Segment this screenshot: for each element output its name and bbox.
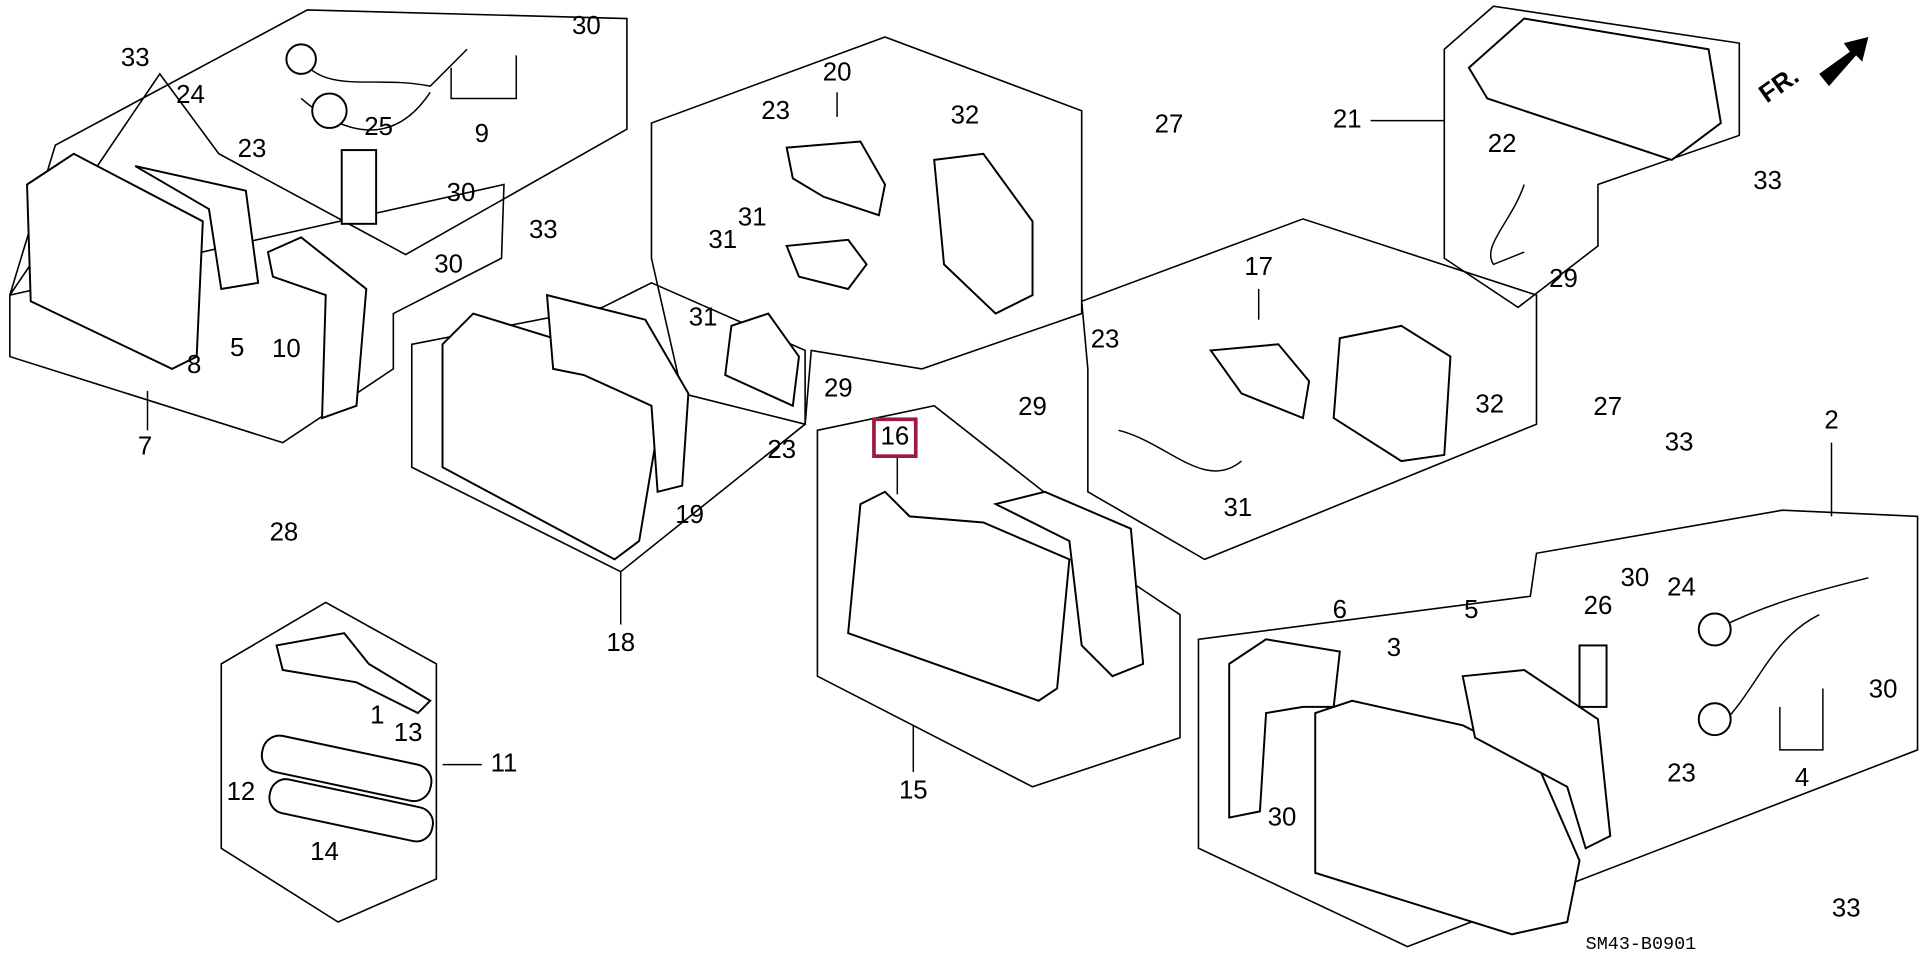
callout-5: 5 [1464, 596, 1478, 624]
callout-31: 31 [708, 226, 737, 254]
callout-30: 30 [1869, 676, 1898, 704]
gasket-right-5 [1461, 669, 1612, 850]
callout-21: 21 [1333, 105, 1362, 133]
callout-9: 9 [475, 120, 489, 148]
callout-30: 30 [572, 12, 601, 40]
cover-20 [785, 140, 887, 217]
callout-3: 3 [1387, 634, 1401, 662]
callout-5: 5 [230, 334, 244, 362]
harness-4 [1720, 577, 1869, 726]
callout-1: 1 [370, 702, 384, 730]
harness-17 [1118, 429, 1242, 472]
socket-9a [285, 43, 317, 75]
housing-20 [933, 152, 1034, 315]
callout-30: 30 [1268, 804, 1297, 832]
reflector-20 [724, 312, 800, 408]
trim-10 [266, 236, 368, 420]
highlight-box-16 [872, 417, 918, 458]
callout-31: 31 [689, 303, 718, 331]
callout-13: 13 [394, 719, 423, 747]
lamp-16 [847, 490, 1071, 702]
callout-15: 15 [899, 777, 928, 805]
callout-22: 22 [1488, 130, 1517, 158]
callout-20: 20 [823, 59, 852, 87]
lens-13 [260, 734, 433, 803]
harness-21 [1489, 184, 1525, 266]
callout-32: 32 [1475, 391, 1504, 419]
gasket-15 [992, 490, 1145, 678]
socket-4a [1697, 612, 1732, 647]
callout-29: 29 [1549, 265, 1578, 293]
cover-17 [1208, 343, 1311, 420]
socket-plate-20 [785, 238, 868, 291]
part-shapes [26, 17, 1869, 936]
callout-33: 33 [529, 216, 558, 244]
socket-4b [1697, 702, 1732, 737]
license-light-base-11 [275, 632, 432, 715]
callout-18: 18 [606, 629, 635, 657]
gasket-12 [268, 778, 434, 843]
callout-16: 16 [881, 423, 910, 451]
callout-23: 23 [238, 135, 267, 163]
callout-14: 14 [310, 838, 339, 866]
callout-30: 30 [447, 179, 476, 207]
callout-12: 12 [227, 778, 256, 806]
callout-25: 25 [364, 113, 393, 141]
callout-24: 24 [1667, 574, 1696, 602]
callout-31: 31 [738, 204, 767, 232]
callout-33: 33 [1832, 895, 1861, 923]
direction-marker: FR. [1754, 62, 1804, 109]
callout-29: 29 [824, 375, 853, 403]
callout-23: 23 [767, 436, 796, 464]
callout-11: 11 [491, 749, 518, 777]
callout-8: 8 [187, 351, 201, 379]
callout-19: 19 [675, 501, 704, 529]
callout-23: 23 [761, 97, 790, 125]
callout-29: 29 [1018, 393, 1047, 421]
trim-6 [1228, 638, 1341, 819]
tail-lamp-left [26, 152, 204, 370]
callout-28: 28 [270, 518, 299, 546]
callout-4: 4 [1795, 764, 1809, 792]
callout-2: 2 [1824, 407, 1838, 435]
callout-17: 17 [1244, 253, 1273, 281]
group-outlines [9, 5, 1919, 948]
connector-26 [1578, 644, 1608, 708]
callout-27: 27 [1593, 393, 1622, 421]
callout-32: 32 [951, 102, 980, 130]
high-mount-lamp-21 [1467, 17, 1722, 162]
leader-lines [146, 55, 1833, 773]
callout-31: 31 [1223, 494, 1252, 522]
callout-24: 24 [176, 81, 205, 109]
socket-9b [311, 92, 348, 129]
callout-30: 30 [434, 250, 463, 278]
callout-6: 6 [1333, 596, 1347, 624]
fr-arrow-icon [1819, 36, 1869, 87]
callout-23: 23 [1091, 325, 1120, 353]
callout-23: 23 [1667, 759, 1696, 787]
callout-33: 33 [1753, 167, 1782, 195]
gasket-left [134, 165, 260, 291]
callout-26: 26 [1584, 592, 1613, 620]
housing-17 [1332, 324, 1452, 463]
callout-30: 30 [1620, 564, 1649, 592]
diagram-code: SM43-B0901 [1586, 934, 1697, 955]
bracket-25 [340, 149, 378, 225]
callout-33: 33 [121, 44, 150, 72]
callout-7: 7 [138, 432, 152, 460]
callout-33: 33 [1665, 429, 1694, 457]
callout-10: 10 [272, 335, 301, 363]
gasket-18 [545, 293, 690, 494]
callout-27: 27 [1155, 110, 1184, 138]
